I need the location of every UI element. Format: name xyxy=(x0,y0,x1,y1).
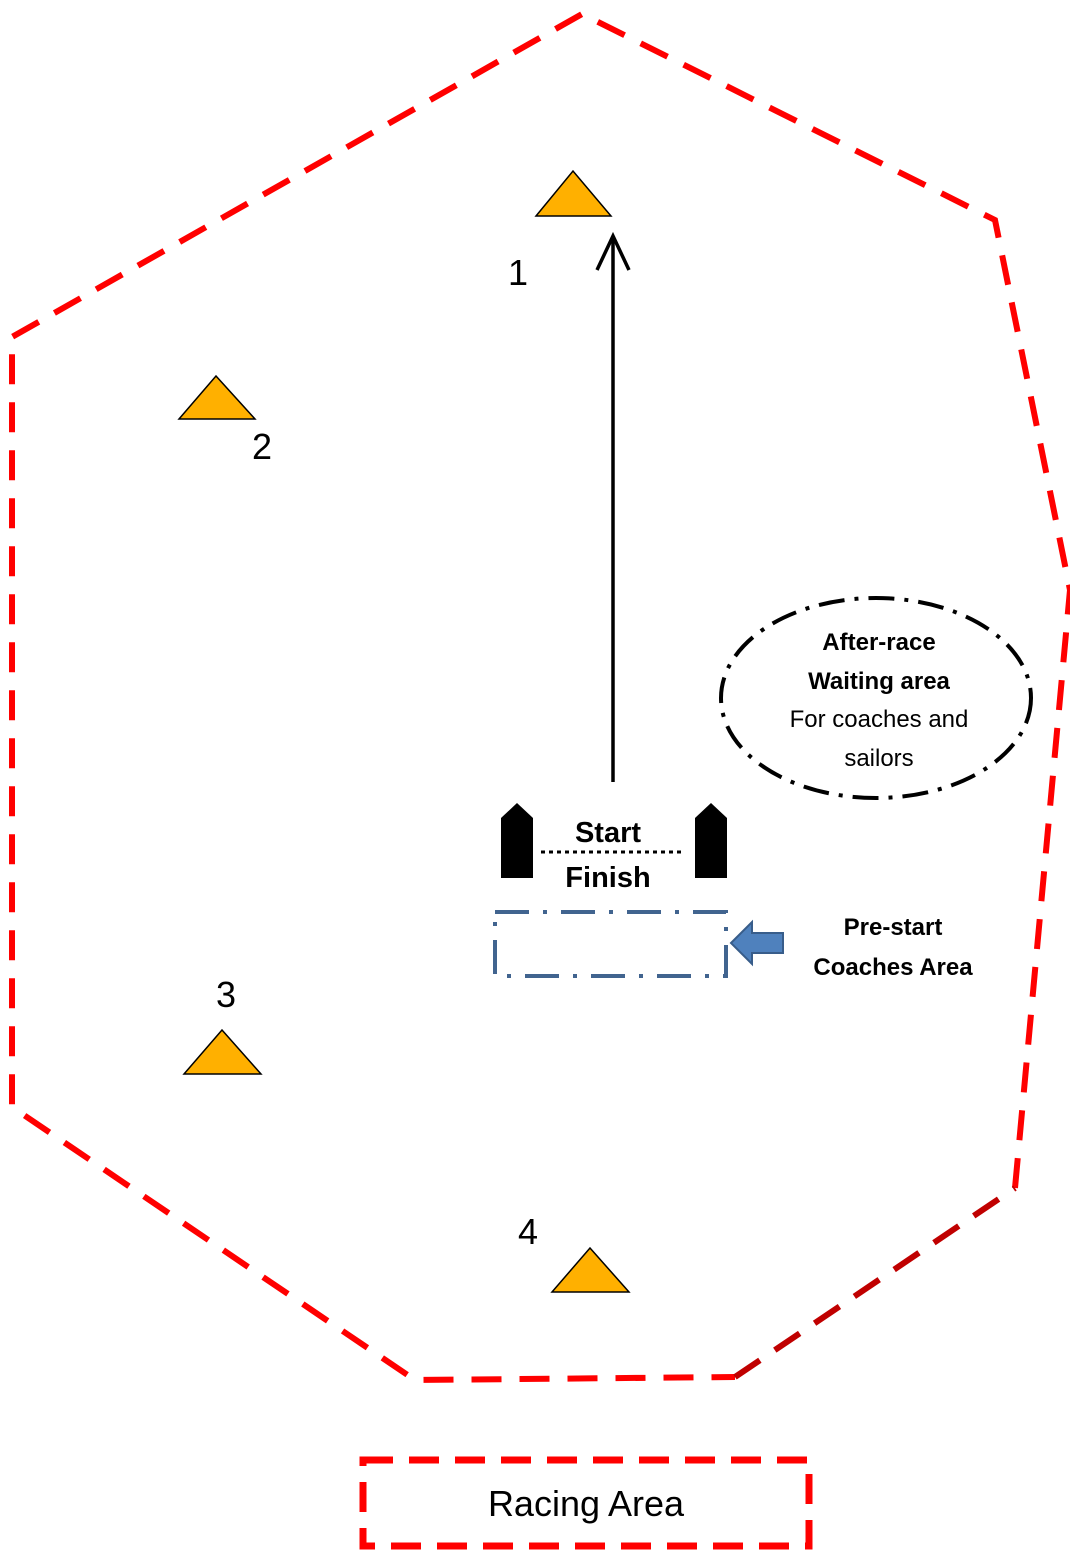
mark-2-icon xyxy=(177,374,257,420)
racing-area-boundary-southeast xyxy=(733,1185,1017,1380)
mark-2-label: 2 xyxy=(252,426,272,467)
mark-4-icon xyxy=(550,1246,631,1293)
racing-area-boundary xyxy=(9,10,1070,1384)
waiting-area-note-line1: For coaches and xyxy=(790,706,969,733)
mark-4-label: 4 xyxy=(518,1211,538,1252)
start-label: Start xyxy=(575,817,641,849)
legend-racing-area-label: Racing Area xyxy=(488,1483,685,1524)
racing-area-boundary-main xyxy=(9,10,1070,1384)
mark-3-icon xyxy=(182,1028,263,1075)
mark-3-label: 3 xyxy=(216,974,236,1015)
legend: Racing Area xyxy=(359,1456,813,1550)
coaches-area-boundary xyxy=(493,910,728,978)
waiting-area-boundary xyxy=(719,596,1033,800)
committee-boat-left-icon xyxy=(501,803,533,878)
coaches-area-label-line1: Pre-start xyxy=(844,914,943,941)
coaches-area-arrow-icon xyxy=(729,919,784,967)
mark-1-label: 1 xyxy=(508,252,528,293)
waiting-area-title-line1: After-race xyxy=(822,629,935,656)
coaches-area-label-line2: Coaches Area xyxy=(813,954,973,981)
course-arrow xyxy=(595,231,631,782)
committee-boat-right-icon xyxy=(695,803,727,878)
finish-label: Finish xyxy=(565,862,650,894)
legend-racing-area-swatch xyxy=(359,1456,813,1550)
waiting-area-note-line2: sailors xyxy=(844,745,913,772)
mark-1-icon xyxy=(534,169,613,217)
waiting-area-title-line2: Waiting area xyxy=(808,668,950,695)
